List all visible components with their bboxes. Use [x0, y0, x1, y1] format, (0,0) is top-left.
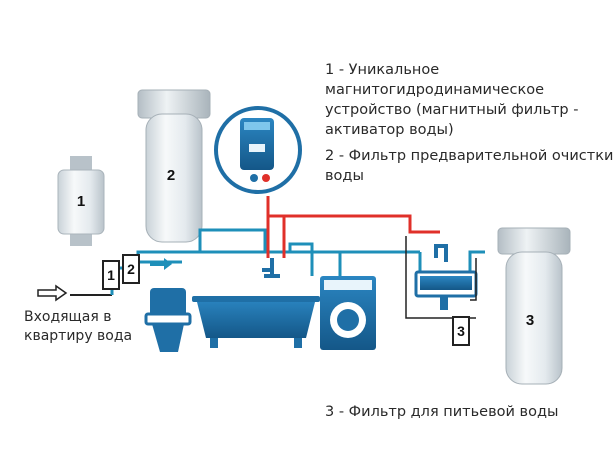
prefilter-housing [137, 89, 211, 243]
inline-marker-3: 3 [452, 316, 470, 346]
inline-marker-2: 2 [122, 254, 140, 284]
flow-arrow-icon [150, 258, 172, 270]
toilet [144, 288, 192, 352]
drinking-filter-label: 3 [525, 312, 535, 329]
magnetic-filter-label: 1 [76, 193, 86, 210]
water-heater [214, 106, 302, 194]
magnetic-filter-device [57, 156, 105, 246]
legend-item-1: 1 - Уникальное магнитогидродинамическое … [325, 62, 579, 138]
legend-item-2: 2 - Фильтр предварительной очистки воды [325, 148, 614, 184]
bathtub [192, 258, 320, 348]
kitchen-sink [405, 236, 478, 319]
washing-machine [320, 276, 376, 350]
inlet-label: Входящая в квартиру вода [24, 309, 133, 344]
prefilter-label: 2 [166, 167, 176, 184]
hot-water-pipes [266, 196, 440, 258]
drinking-filter-housing [497, 227, 571, 385]
inline-marker-1: 1 [102, 260, 120, 290]
inlet-arrow-icon [37, 284, 68, 302]
legend-item-3: 3 - Фильтр для питьевой воды [325, 404, 559, 420]
